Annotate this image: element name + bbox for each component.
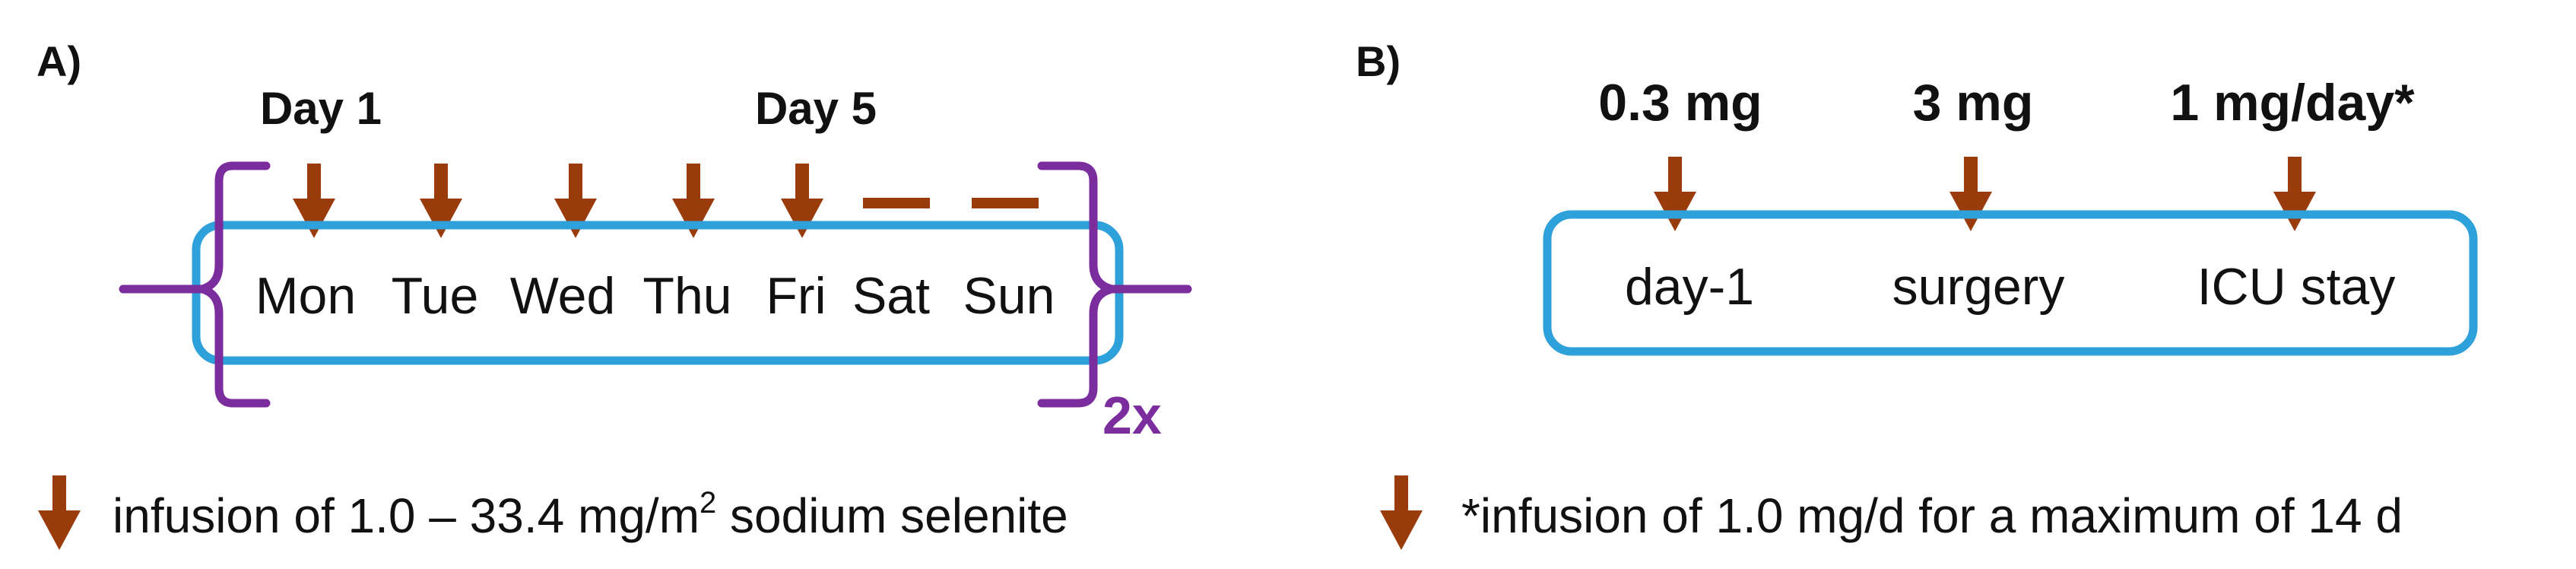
- repeat-brackets: [119, 161, 1192, 408]
- repeat-count: 2x: [1102, 386, 1162, 445]
- no-infusion-dash-sat: [863, 198, 930, 208]
- weekday-sat: Sat: [852, 267, 930, 325]
- dose-day-minus-1: 0.3 mg: [1598, 74, 1762, 132]
- weekday-fri: Fri: [766, 267, 826, 325]
- weekday-thu: Thu: [642, 267, 731, 325]
- weekday-wed: Wed: [510, 267, 616, 325]
- weekday-mon: Mon: [255, 267, 356, 325]
- legend-a: infusion of 1.0 – 33.4 mg/m2 sodium sele…: [38, 475, 1068, 550]
- legend-a-prefix: infusion of 1.0 – 33.4 mg/m: [113, 488, 700, 543]
- dose-labels: 0.3 mg 3 mg 1 mg/day*: [1598, 74, 2415, 132]
- arrow-down-icon: [38, 475, 81, 550]
- legend-a-text: infusion of 1.0 – 33.4 mg/m2 sodium sele…: [113, 486, 1068, 543]
- legend-b-text: *infusion of 1.0 mg/d for a maximum of 1…: [1461, 488, 2403, 543]
- panel-b: B) 0.3 mg 3 mg 1 mg/day* day-1 surgery I…: [1356, 37, 2478, 550]
- legend-b: *infusion of 1.0 mg/d for a maximum of 1…: [1380, 475, 2403, 550]
- timeline-box: [1543, 210, 2478, 356]
- dose-surgery: 3 mg: [1913, 74, 2034, 132]
- panel-a-label: A): [36, 37, 81, 85]
- weekday-tue: Tue: [392, 267, 479, 325]
- phase-day-minus-1: day-1: [1625, 258, 1754, 316]
- legend-a-superscript: 2: [700, 486, 716, 520]
- day-5-label: Day 5: [755, 83, 877, 134]
- no-infusion-dash-sun: [972, 198, 1039, 208]
- phase-surgery: surgery: [1892, 258, 2065, 316]
- arrow-down-icon: [1654, 157, 1696, 231]
- weekday-labels: Mon Tue Wed Thu Fri Sat Sun: [255, 267, 1055, 325]
- arrow-down-icon: [2273, 157, 2316, 231]
- panel-a: A) Day 1 Day 5 Mon Tue Wed Thu Fri Sat S…: [36, 37, 1192, 550]
- phase-icu-stay: ICU stay: [2197, 258, 2396, 316]
- arrow-down-icon: [1380, 475, 1423, 550]
- infusion-arrows-b: [1654, 157, 2316, 231]
- panel-b-label: B): [1356, 37, 1401, 85]
- phase-labels: day-1 surgery ICU stay: [1625, 258, 2395, 316]
- arrow-down-icon: [1949, 157, 1992, 231]
- weekday-sun: Sun: [963, 267, 1055, 325]
- day-1-label: Day 1: [260, 83, 382, 134]
- dose-icu: 1 mg/day*: [2170, 74, 2415, 132]
- legend-a-suffix: sodium selenite: [716, 488, 1068, 543]
